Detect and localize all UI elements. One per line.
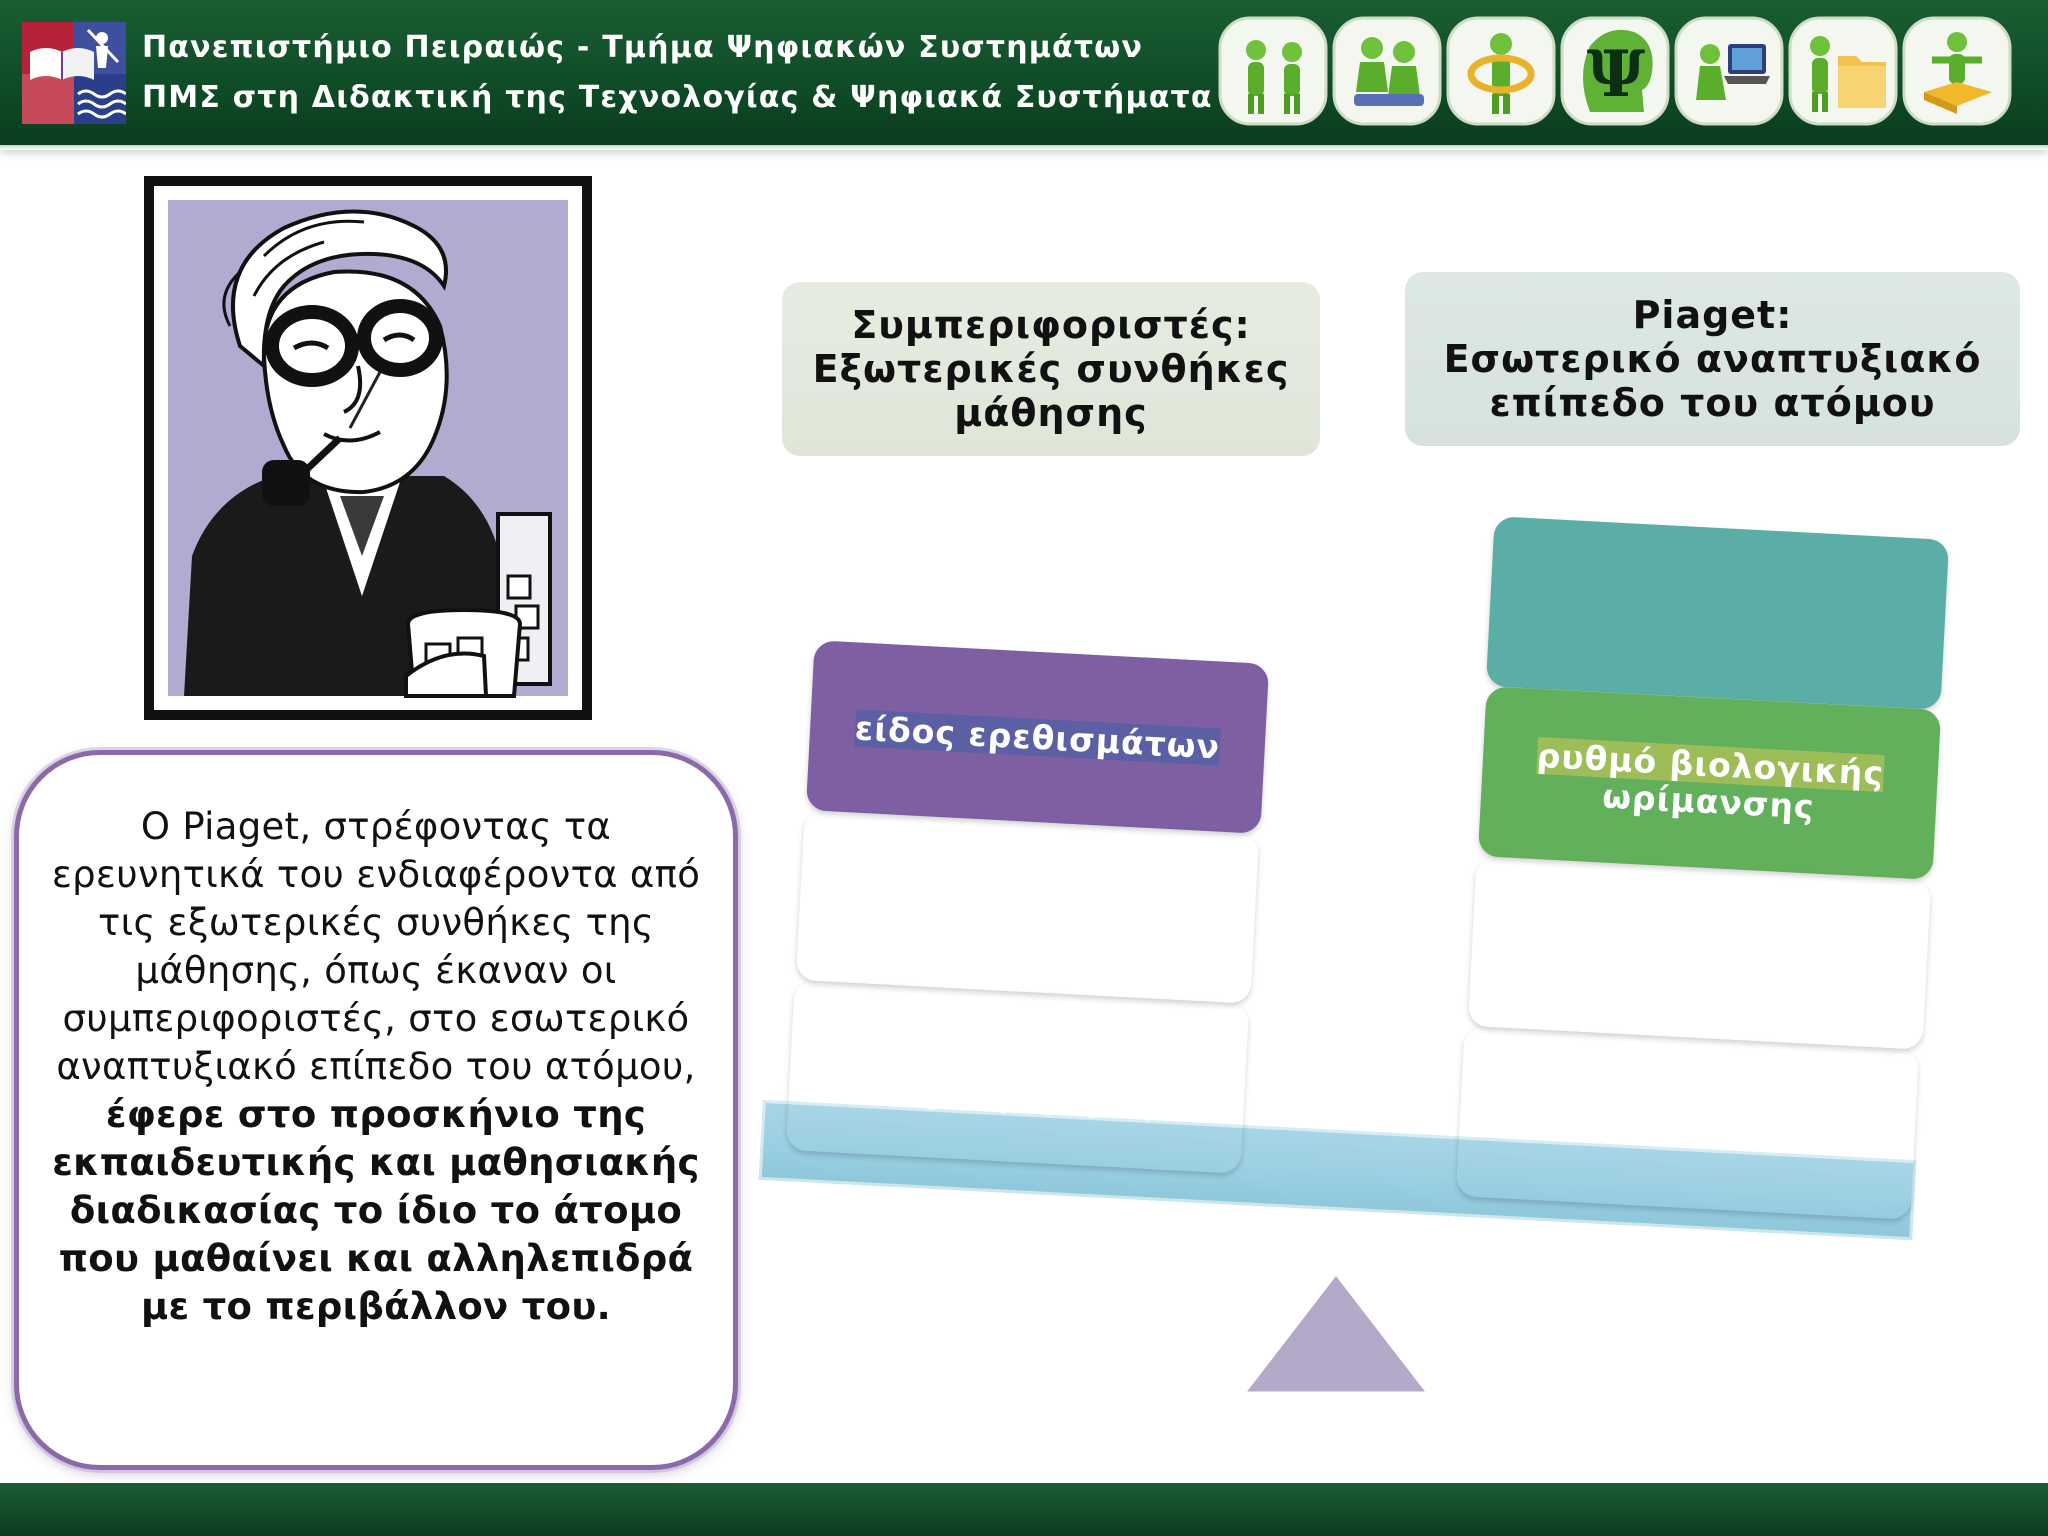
- right-block-biological-maturation: ρυθμό βιολογικής ωρίμανσης: [1477, 686, 1942, 880]
- left-block-reinforcement: ενίσχυση της συμπεριφοράς: [786, 980, 1249, 1174]
- figure-puzzle-icon: [1902, 16, 2012, 126]
- right-block-environment-interaction: το είδος της αλληλεπίδρασης με το περιβά…: [1468, 856, 1931, 1050]
- figure-laptop-icon: [1674, 16, 1784, 126]
- behaviorists-subtitle-line2: μάθησης: [954, 391, 1148, 435]
- psi-symbol: Ψ: [1587, 37, 1646, 112]
- description-text-regular: Ο Piaget, στρέφοντας τα ερευνητικά του ε…: [51, 805, 701, 1088]
- piaget-header-box: Piaget: Εσωτερικό αναπτυξιακό επίπεδο το…: [1405, 272, 2020, 446]
- description-card: Ο Piaget, στρέφοντας τα ερευνητικά του ε…: [14, 750, 738, 1470]
- figure-folder-icon: [1788, 16, 1898, 126]
- piaget-subtitle-line2: επίπεδο του ατόμου: [1489, 381, 1936, 425]
- left-block-spatiotemporal-pairing: τοποχρονική σύζευξη ερεθισμάτων: [796, 810, 1259, 1004]
- seesaw-fulcrum: [1238, 1268, 1434, 1397]
- right-block-empty-top: [1485, 516, 1950, 710]
- header-title-university: Πανεπιστήμιο Πειραιώς - Τμήμα Ψηφιακών Σ…: [142, 30, 1144, 65]
- euro-figure-icon: [1446, 16, 1556, 126]
- psi-head-icon: Ψ: [1560, 16, 1670, 126]
- university-logo-icon: [22, 22, 126, 124]
- left-block-label: είδος ερεθισμάτων: [854, 707, 1221, 767]
- piaget-subtitle-line1: Εσωτερικό αναπτυξιακό: [1443, 337, 1982, 381]
- piaget-title: Piaget:: [1632, 293, 1793, 337]
- people-sitting-icon: [1332, 16, 1442, 126]
- header-divider: [0, 145, 2048, 150]
- people-talking-icon: [1218, 16, 1328, 126]
- behaviorists-subtitle-line1: Εξωτερικές συνθήκες: [812, 347, 1290, 391]
- behaviorists-title: Συμπεριφοριστές:: [851, 303, 1251, 347]
- behaviorists-header-box: Συμπεριφοριστές: Εξωτερικές συνθήκες μάθ…: [782, 282, 1320, 456]
- footer-bar: [0, 1483, 2048, 1536]
- piaget-portrait-image: [144, 176, 592, 720]
- left-block-stimulus-type: είδος ερεθισμάτων: [805, 640, 1270, 834]
- right-block-empty-bottom: [1456, 1026, 1919, 1220]
- description-text-bold: έφερε στο προσκήνιο της εκπαιδευτικής κα…: [52, 1093, 700, 1328]
- header-title-program: ΠΜΣ στη Διδακτική της Τεχνολογίας & Ψηφι…: [142, 80, 1213, 115]
- header-icon-strip: Ψ: [1218, 16, 2044, 128]
